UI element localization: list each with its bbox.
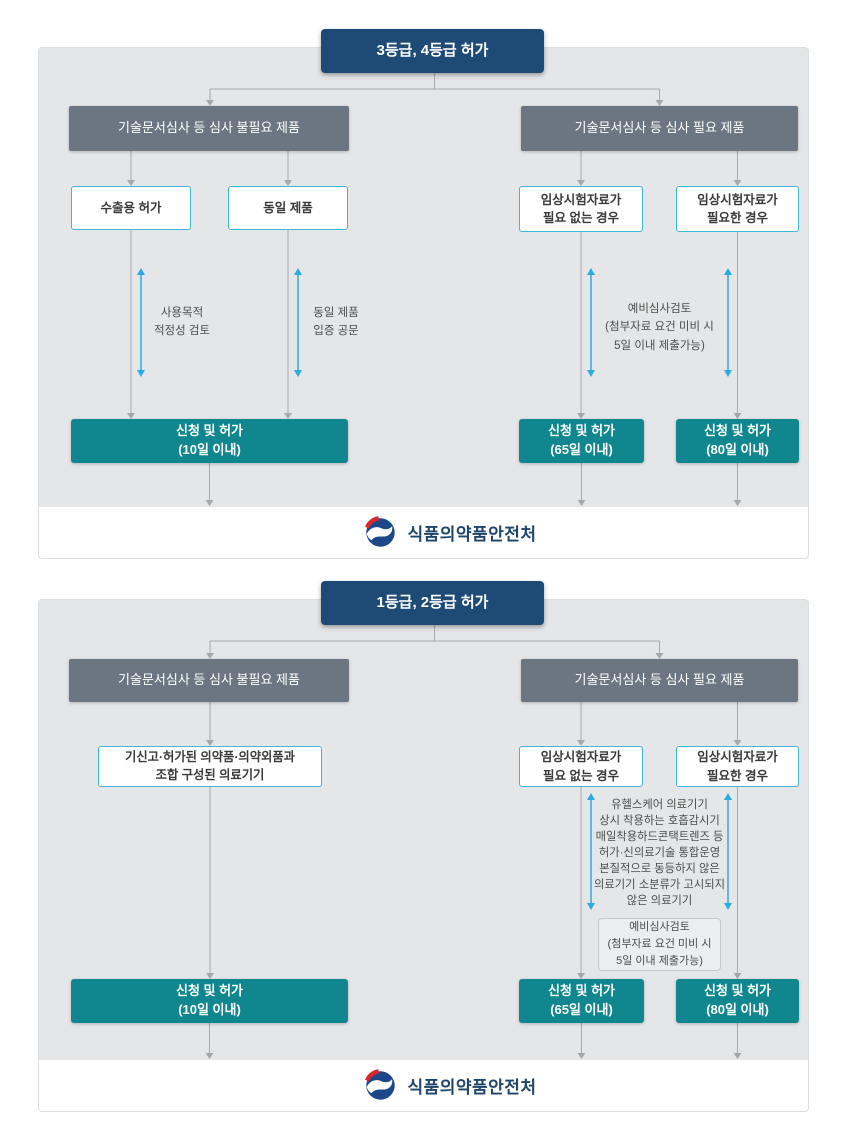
chart2-left-header: 기술문서심사 등 심사 불필요 제품 bbox=[69, 659, 349, 702]
panel-grade-3-4: 3등급, 4등급 허가 기술문서심사 등 심사 불필요 제품 기술문서심사 등 … bbox=[38, 29, 809, 559]
chart1-note-preliminary-review: 예비심사검토 (첨부자료 요건 미비 시 5일 이내 제출가능) bbox=[605, 303, 714, 352]
agency-brand: 식품의약품안전처 bbox=[364, 516, 536, 549]
mfds-logo-icon bbox=[365, 1069, 396, 1100]
chart2-result-80days: 신청 및 허가 (80일 이내) bbox=[676, 979, 799, 1023]
agency-name: 식품의약품안전처 bbox=[407, 1078, 537, 1097]
agency-name: 식품의약품안전처 bbox=[407, 525, 537, 544]
chart1-result-65days: 신청 및 허가 (65일 이내) bbox=[519, 419, 644, 463]
chart2-box-drug-combination-device: 기신고·허가된 의약품·의약외품과 조합 구성된 의료기기 bbox=[98, 746, 322, 787]
chart2-right-header: 기술문서심사 등 심사 필요 제품 bbox=[521, 659, 798, 702]
chart2-title: 1등급, 2등급 허가 bbox=[321, 581, 544, 625]
chart2-result-10days: 신청 및 허가 (10일 이내) bbox=[71, 979, 348, 1023]
panel1-footer: 식품의약품안전처 bbox=[39, 507, 808, 558]
panel-grade-1-2: 1등급, 2등급 허가 기술문서심사 등 심사 불필요 제품 기술문서심사 등 … bbox=[38, 581, 809, 1112]
chart1-result-80days: 신청 및 허가 (80일 이내) bbox=[676, 419, 799, 463]
chart1-box-identical-product: 동일 제품 bbox=[228, 186, 348, 230]
chart1-note-purpose-review: 사용목적 적정성 검토 bbox=[153, 307, 211, 338]
chart1-result-10days: 신청 및 허가 (10일 이내) bbox=[71, 419, 348, 463]
chart1-box-export-approval: 수출용 허가 bbox=[71, 186, 191, 230]
mfds-logo-icon bbox=[365, 516, 396, 547]
chart2-note-device-examples: 유헬스케어 의료기기 상시 착용하는 호흡감시기 매일착용하드콘택트렌즈 등 허… bbox=[594, 799, 725, 907]
chart2-note-preliminary-review-box: 예비심사검토 (첨부자료 요건 미비 시 5일 이내 제출가능) bbox=[598, 918, 721, 971]
chart1-left-header: 기술문서심사 등 심사 불필요 제품 bbox=[69, 106, 349, 151]
agency-brand: 식품의약품안전처 bbox=[364, 1069, 536, 1102]
chart1-box-no-clinical-data: 임상시험자료가 필요 없는 경우 bbox=[519, 186, 643, 232]
chart2-result-65days: 신청 및 허가 (65일 이내) bbox=[519, 979, 644, 1023]
chart2-box-no-clinical-data: 임상시험자료가 필요 없는 경우 bbox=[519, 746, 643, 787]
chart1-box-clinical-data-needed: 임상시험자료가 필요한 경우 bbox=[676, 186, 799, 232]
chart1-title: 3등급, 4등급 허가 bbox=[321, 29, 544, 73]
chart1-note-identity-proof: 동일 제품 입증 공문 bbox=[313, 307, 359, 338]
chart1-right-header: 기술문서심사 등 심사 필요 제품 bbox=[521, 106, 798, 151]
chart2-box-clinical-data-needed: 임상시험자료가 필요한 경우 bbox=[676, 746, 799, 787]
panel2-footer: 식품의약품안전처 bbox=[39, 1060, 808, 1111]
